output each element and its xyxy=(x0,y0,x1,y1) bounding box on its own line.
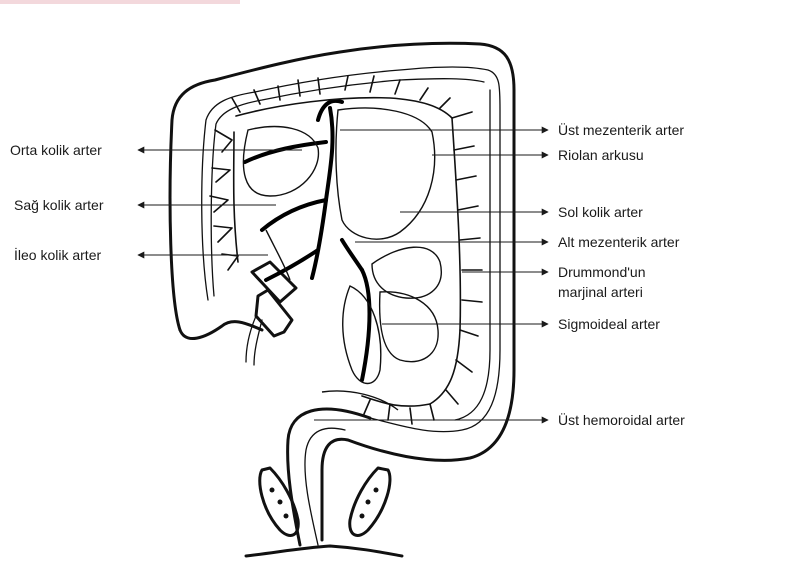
main-vessels xyxy=(245,101,370,380)
label-sag-kolik-arter: Sağ kolik arter xyxy=(14,197,104,213)
label-ust-hemoroidal-arter: Üst hemoroidal arter xyxy=(558,411,685,428)
label-ileo-kolik-arter: İleo kolik arter xyxy=(14,246,101,263)
label-orta-kolik-arter: Orta kolik arter xyxy=(10,142,102,158)
label-sigmoideal-arter: Sigmoideal arter xyxy=(558,316,660,332)
label-sol-kolik-arter: Sol kolik arter xyxy=(558,204,643,220)
label-riolan-arkusu: Riolan arkusu xyxy=(558,147,644,163)
marginal-branches xyxy=(210,76,482,424)
label-alt-mezenterik-arter: Alt mezenterik arter xyxy=(558,234,680,250)
right-labels: Üst mezenterik arter Riolan arkusu Sol k… xyxy=(558,121,685,428)
label-drummond-line1: Drummond'un xyxy=(558,264,646,280)
label-ust-mezenterik-arter: Üst mezenterik arter xyxy=(558,121,684,138)
left-labels: Orta kolik arter Sağ kolik arter İleo ko… xyxy=(10,142,104,263)
anal-sphincter xyxy=(260,468,390,535)
top-left-tint xyxy=(0,0,240,4)
label-drummond-line2: marjinal arteri xyxy=(558,284,643,300)
